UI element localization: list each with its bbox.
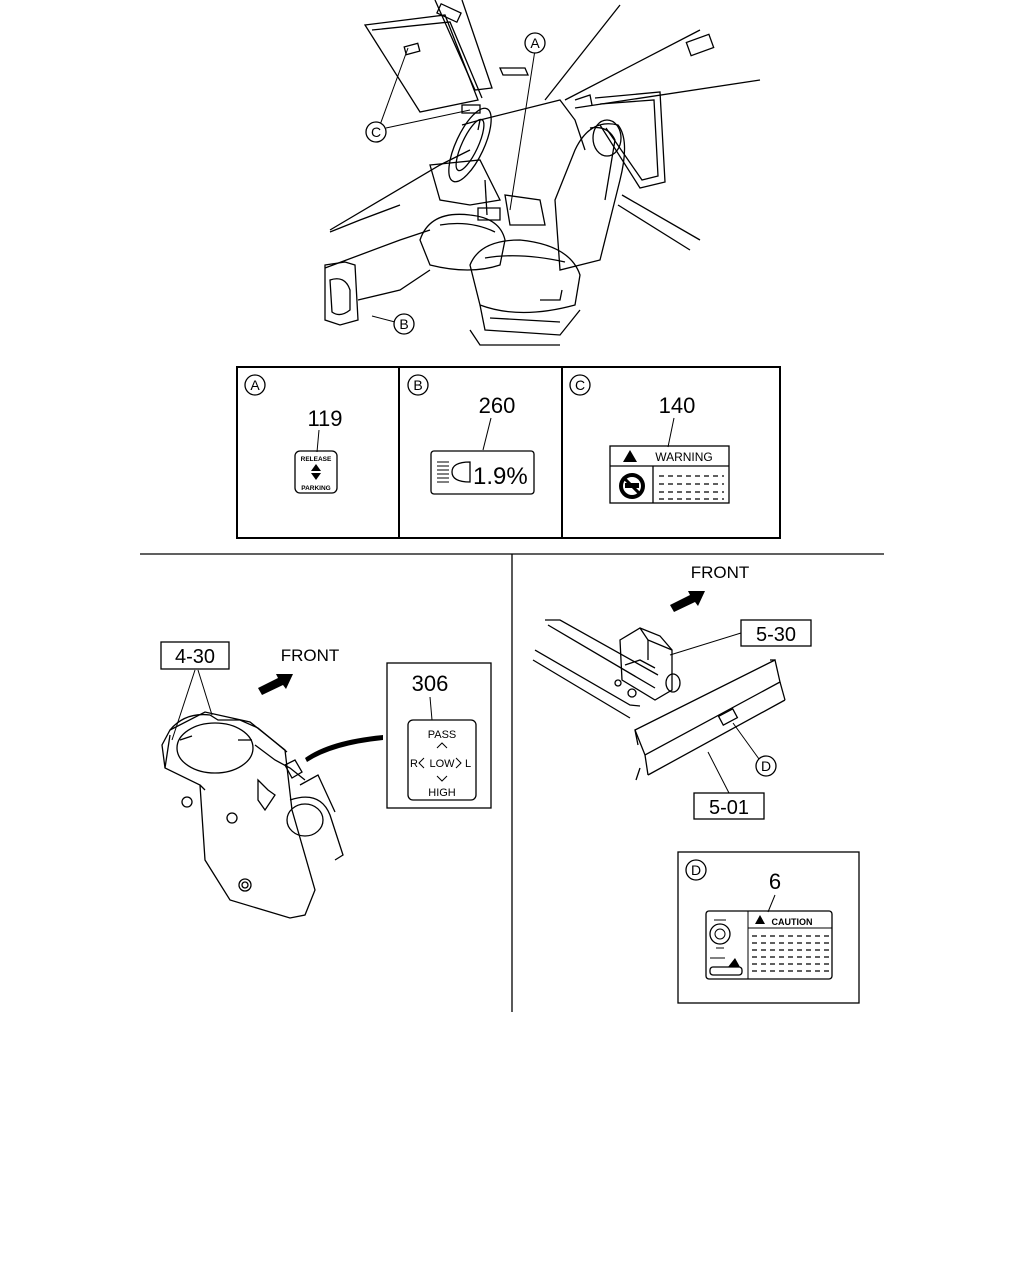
svg-text:4-30: 4-30 xyxy=(175,646,215,668)
dimmer-switch-illustration xyxy=(161,711,344,919)
cell-c-part-number: 140 xyxy=(659,393,696,418)
headlight-percent: 1.9% xyxy=(473,463,528,490)
svg-text:LOW: LOW xyxy=(429,758,455,770)
right-panel: FRONT 5-30 xyxy=(532,563,860,1004)
arrow-down-icon xyxy=(311,473,321,480)
cell-c-letter: C xyxy=(575,377,585,393)
inset-d-part-number: 6 xyxy=(769,869,781,894)
gauge-icon xyxy=(709,919,731,949)
cell-b-letter: B xyxy=(413,377,422,393)
ref-box-5-30: 5-30 xyxy=(740,619,812,647)
ref-box-4-30: 4-30 xyxy=(160,641,230,670)
svg-text:WARNING: WARNING xyxy=(655,450,713,464)
cab-interior-illustration xyxy=(324,0,761,346)
svg-text:D: D xyxy=(761,758,771,774)
ref-box-5-01: 5-01 xyxy=(693,792,765,820)
callout-c: C xyxy=(365,121,387,143)
front-arrow-icon-right xyxy=(670,591,705,612)
svg-text:5-01: 5-01 xyxy=(709,797,749,819)
svg-text:B: B xyxy=(399,316,408,332)
no-smoking-icon xyxy=(619,473,645,499)
front-label-left: FRONT xyxy=(281,646,340,665)
arrow-up-icon xyxy=(311,464,321,471)
caution-triangle-icon xyxy=(755,915,765,924)
table-cell-c: C 140 WARNING xyxy=(569,374,730,504)
svg-text:C: C xyxy=(371,124,381,140)
callout-a: A xyxy=(524,32,546,54)
inset-d-letter: D xyxy=(691,862,701,878)
svg-text:PASS: PASS xyxy=(428,729,457,741)
lever-icon xyxy=(709,957,743,976)
caution-label: CAUTION xyxy=(705,910,833,980)
cell-b-part-number: 260 xyxy=(479,393,516,418)
leader-curve xyxy=(305,735,383,762)
cell-a-letter: A xyxy=(250,377,260,393)
front-label-right: FRONT xyxy=(691,563,750,582)
svg-text:R: R xyxy=(410,758,418,770)
left-panel: 4-30 FRONT 306 xyxy=(160,641,492,919)
svg-text:CAUTION: CAUTION xyxy=(772,917,813,927)
warning-label: WARNING xyxy=(609,445,730,504)
table-cell-a: A 119 RELEASE PARKING xyxy=(244,374,343,494)
inset-d-box: D 6 CAUTION xyxy=(677,851,860,1004)
headlight-icon xyxy=(437,461,471,483)
callout-b: B xyxy=(393,313,415,335)
headlight-aim-label: 1.9% xyxy=(430,450,535,495)
callout-d-frame: D xyxy=(755,755,777,777)
svg-text:PARKING: PARKING xyxy=(301,485,331,492)
svg-text:306: 306 xyxy=(412,671,449,696)
svg-text:HIGH: HIGH xyxy=(428,787,456,799)
release-parking-label: RELEASE PARKING xyxy=(294,450,338,494)
svg-text:5-30: 5-30 xyxy=(756,624,796,646)
front-arrow-icon xyxy=(258,674,293,695)
svg-text:A: A xyxy=(530,35,540,51)
frame-illustration xyxy=(532,619,786,781)
cell-a-part-number: 119 xyxy=(307,406,342,431)
label-table xyxy=(236,366,781,539)
svg-text:L: L xyxy=(465,758,471,770)
svg-text:RELEASE: RELEASE xyxy=(301,456,332,463)
table-cell-b: B 260 1.9% xyxy=(407,374,535,495)
warning-triangle-icon xyxy=(623,450,637,462)
label-306-box: 306 PASS R LOW L HIGH xyxy=(386,662,492,809)
